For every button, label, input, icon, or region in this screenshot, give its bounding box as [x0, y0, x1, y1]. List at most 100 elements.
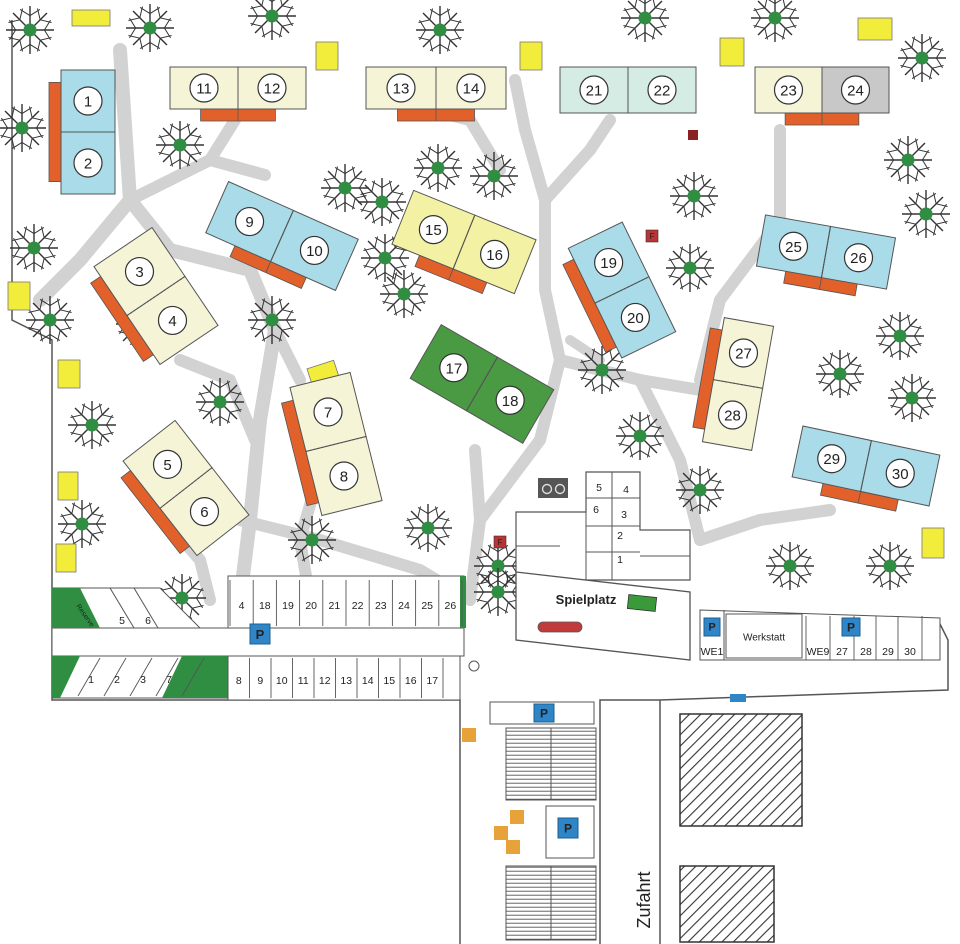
property-boundary [11, 20, 949, 944]
house-pair: 34 [90, 226, 219, 366]
tree-icon [902, 190, 950, 238]
house-number-badge [152, 449, 183, 479]
parking-slot-label: 25 [421, 600, 433, 612]
tree-icon [676, 466, 724, 514]
parking-slot-label: 24 [398, 600, 410, 612]
parking-slot-label: 21 [329, 600, 341, 612]
house-number: 13 [393, 81, 410, 98]
tree-icon [380, 270, 428, 318]
trees [0, 0, 950, 622]
house-number: 11 [196, 81, 212, 98]
parking-slot-label: 19 [282, 600, 294, 612]
tree-icon [196, 378, 244, 426]
storage-unit-label: 4 [623, 484, 629, 496]
house-number-badge [439, 353, 469, 383]
storage-unit-label: 3 [621, 509, 627, 521]
house-number: 14 [463, 81, 480, 98]
house-number: 5 [163, 457, 171, 474]
storage-unit-label: 5 [596, 482, 602, 494]
house-number-badge [456, 73, 486, 103]
tree-icon [816, 350, 864, 398]
house-number-badge [418, 215, 449, 245]
tree-icon [898, 34, 946, 82]
house-number-badge [840, 75, 871, 105]
parking-slot-label: 7 [166, 674, 172, 686]
house-number-badge [189, 497, 220, 527]
house-number-badge [73, 86, 103, 116]
parking-slot-label: 1 [88, 674, 94, 686]
parking-sign-label: P [847, 621, 855, 635]
parking-slot-label: 6 [145, 615, 151, 627]
house-number: 16 [486, 247, 503, 264]
tree-icon [414, 144, 462, 192]
tree-icon [288, 516, 336, 564]
tree-icon [0, 104, 46, 152]
parking-sign-label: P [256, 627, 265, 642]
tree-icon [416, 6, 464, 54]
playground: Spielplatz [515, 571, 691, 661]
parking-slot-label: 2 [114, 674, 120, 686]
house-number: 22 [654, 83, 671, 100]
house-pair: 21 22 [559, 66, 697, 114]
house-number: 7 [324, 404, 332, 421]
storage-unit-label: 1 [617, 554, 623, 566]
tree-icon [876, 312, 924, 360]
tree-icon [578, 346, 626, 394]
house-number: 27 [735, 345, 752, 362]
house-pair: 29 30 [791, 425, 941, 512]
house-number: 30 [892, 466, 909, 483]
house-pair: 13 14 [365, 66, 507, 122]
house-number-badge [843, 243, 874, 273]
parking-slot-label: 10 [276, 675, 288, 687]
parking-sign-label: P [708, 622, 715, 634]
house-number-badge [257, 73, 287, 103]
parking-slot-label: 29 [882, 646, 894, 658]
house-number: 6 [200, 504, 208, 521]
parking-slot-label: 5 [119, 615, 125, 627]
house-number-badge [329, 461, 359, 491]
tree-icon [470, 152, 518, 200]
house-number: 26 [850, 250, 867, 267]
house-number-badge [594, 247, 624, 278]
parking-slot-label: 8 [236, 675, 242, 687]
bicycle-icon [541, 483, 553, 495]
house-number-badge [579, 75, 609, 105]
fire-sign-label: F [498, 538, 503, 547]
tree-icon [58, 500, 106, 548]
house-number: 1 [84, 94, 92, 111]
access-label: Zufahrt [634, 871, 654, 928]
tree-icon [10, 224, 58, 272]
house-number-badge [773, 75, 804, 105]
house-number-badge [717, 400, 748, 430]
house-number: 4 [168, 313, 176, 330]
tree-icon [666, 244, 714, 292]
house-pair: 910 [205, 180, 359, 292]
parking-slot-label: 26 [445, 600, 457, 612]
workshop-label: Werkstatt [743, 633, 785, 644]
house-pair: 12 [48, 69, 116, 195]
house-number-badge [495, 385, 525, 415]
house-number-badge [313, 397, 343, 427]
house-number: 24 [847, 83, 864, 100]
house-number-badge [647, 75, 677, 105]
parking-slot-label: WE1 [701, 646, 724, 658]
house-number: 21 [586, 83, 603, 100]
parking-slot-label: 12 [319, 675, 331, 687]
tree-icon [884, 136, 932, 184]
house-number-badge [620, 302, 650, 333]
house-number: 29 [823, 451, 840, 468]
tree-icon [616, 412, 664, 460]
house-number: 17 [446, 360, 463, 377]
tree-icon [766, 542, 814, 590]
house-number-badge [234, 206, 265, 237]
playground-label: Spielplatz [556, 592, 617, 607]
house-number: 15 [425, 222, 442, 239]
fire-signs: F F [493, 130, 698, 549]
tree-icon [621, 0, 669, 42]
